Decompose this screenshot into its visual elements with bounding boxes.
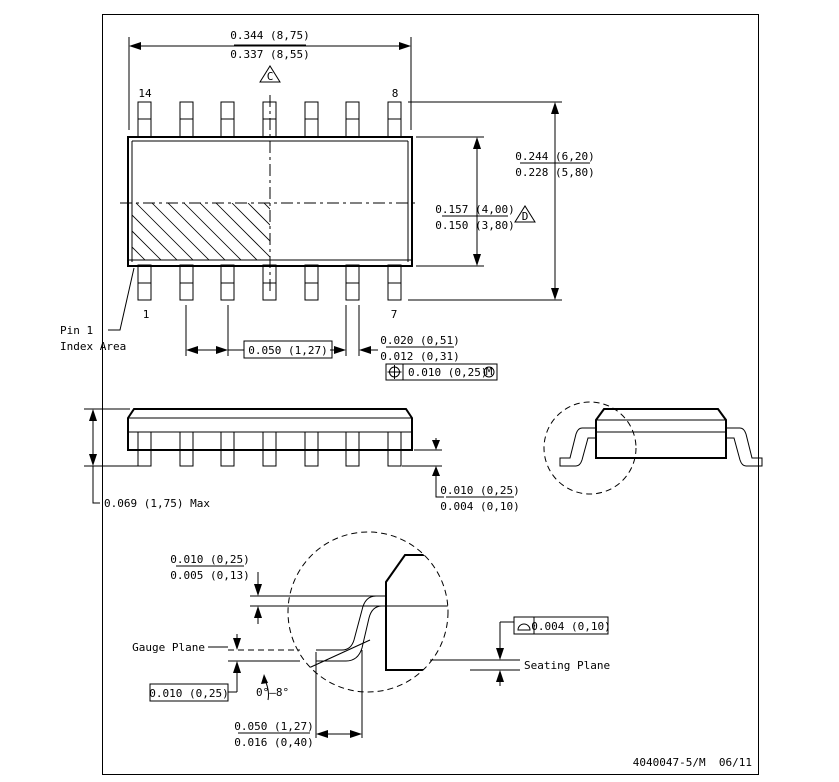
gauge-plane-label: Gauge Plane bbox=[132, 641, 205, 654]
position-modifier: M bbox=[486, 365, 493, 378]
side-view: 0.069 (1,75) Max 0.010 (0,25) 0.004 (0,1… bbox=[84, 408, 520, 513]
seating-plane-label: Seating Plane bbox=[524, 659, 610, 672]
overall-width-max: 0.244 (6,20) bbox=[515, 150, 594, 163]
body-width-max: 0.157 (4,00) bbox=[435, 203, 514, 216]
pin-8-label: 8 bbox=[392, 87, 399, 100]
height-max: 0.069 (1,75) Max bbox=[104, 497, 210, 510]
side-leads bbox=[137, 431, 402, 467]
detail-view: 0.010 (0,25) 0.005 (0,13) Gauge Plane 0.… bbox=[132, 531, 611, 749]
drawing-number: 4040047-5/M 06/11 bbox=[633, 756, 752, 769]
side-body bbox=[127, 408, 413, 451]
lead-thickness-min: 0.005 (0,13) bbox=[170, 569, 249, 582]
note-d: D bbox=[522, 210, 529, 223]
pin1-label-line2: Index Area bbox=[60, 340, 126, 353]
package-body bbox=[127, 136, 413, 267]
pin-7-label: 7 bbox=[391, 308, 398, 321]
pin1-label-line1: Pin 1 bbox=[60, 324, 93, 337]
drawing-frame bbox=[102, 14, 759, 775]
lead-width-max: 0.020 (0,51) bbox=[380, 334, 459, 347]
angle-value: 0°–8° bbox=[256, 686, 289, 699]
pitch-value: 0.050 (1,27) bbox=[248, 344, 327, 357]
body-length-min: 0.337 (8,55) bbox=[230, 48, 309, 61]
top-view: 0.344 (8,75) 0.337 (8,55) C 14 8 1 7 bbox=[60, 29, 595, 381]
pin-1-label: 1 bbox=[143, 308, 150, 321]
note-c: C bbox=[267, 70, 274, 83]
pin1-index-hatch bbox=[132, 203, 270, 260]
end-view bbox=[543, 401, 763, 495]
body-length-max: 0.344 (8,75) bbox=[230, 29, 309, 42]
pin-14-label: 14 bbox=[138, 87, 152, 100]
standoff-min: 0.004 (0,10) bbox=[440, 500, 519, 513]
foot-length-min: 0.016 (0,40) bbox=[234, 736, 313, 749]
note-c-triangle bbox=[259, 65, 281, 83]
coplanarity-value: 0.004 (0,10) bbox=[531, 620, 610, 633]
detail-callout-circle bbox=[543, 401, 637, 495]
detail-circle bbox=[287, 531, 449, 693]
top-leads bbox=[137, 101, 402, 138]
lead-thickness-max: 0.010 (0,25) bbox=[170, 553, 249, 566]
body-width-min: 0.150 (3,80) bbox=[435, 219, 514, 232]
lead-width-min: 0.012 (0,31) bbox=[380, 350, 459, 363]
position-tolerance: 0.010 (0,25) bbox=[408, 366, 487, 379]
gauge-value: 0.010 (0,25) bbox=[149, 687, 228, 700]
overall-width-min: 0.228 (5,80) bbox=[515, 166, 594, 179]
foot-length-max: 0.050 (1,27) bbox=[234, 720, 313, 733]
standoff-max: 0.010 (0,25) bbox=[440, 484, 519, 497]
